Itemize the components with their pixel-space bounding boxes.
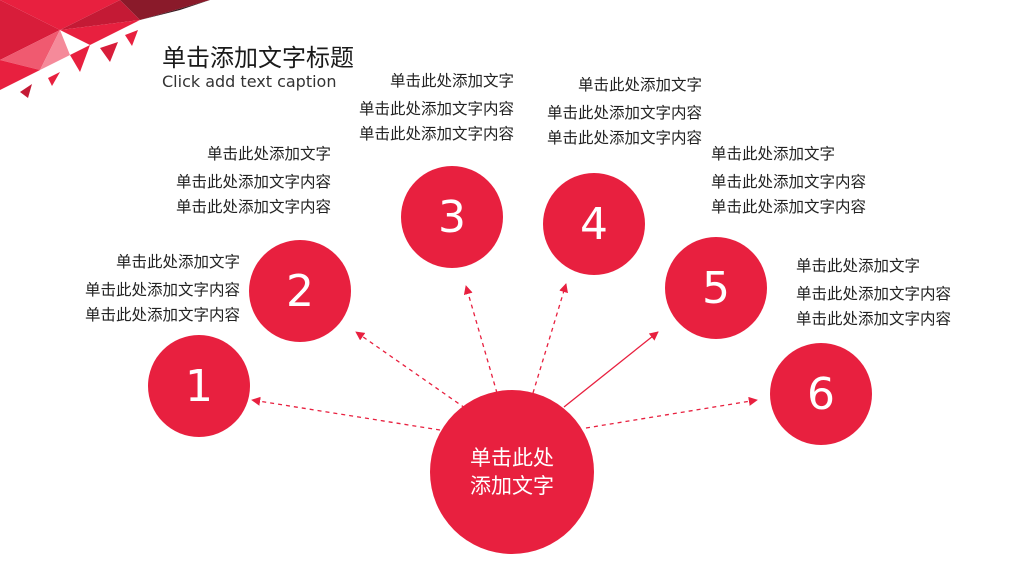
node-5-line3: 单击此处添加文字内容	[711, 198, 867, 216]
node-label-1: 单击此处添加文字 单击此处添加文字内容 单击此处添加文字内容	[85, 250, 240, 328]
node-label-3: 单击此处添加文字 单击此处添加文字内容 单击此处添加文字内容	[359, 69, 514, 147]
connector-arrow-1	[251, 396, 441, 431]
node-1-line3: 单击此处添加文字内容	[84, 306, 240, 324]
node-3-heading: 单击此处添加文字	[389, 72, 514, 90]
node-number-4: 4	[580, 198, 608, 250]
node-2-line2: 单击此处添加文字内容	[175, 173, 331, 191]
node-label-5: 单击此处添加文字 单击此处添加文字内容 单击此处添加文字内容	[711, 142, 866, 220]
node-number-2: 2	[286, 265, 314, 317]
node-4-line2: 单击此处添加文字内容	[546, 104, 702, 122]
node-2-heading: 单击此处添加文字	[206, 145, 331, 163]
node-4-heading: 单击此处添加文字	[577, 76, 702, 94]
node-3-line2: 单击此处添加文字内容	[358, 100, 514, 118]
node-4-line3: 单击此处添加文字内容	[546, 129, 702, 147]
node-1-heading: 单击此处添加文字	[115, 253, 240, 271]
node-number-5: 5	[702, 262, 730, 314]
hub-label-line1: 单击此处	[470, 446, 554, 470]
node-5-line2: 单击此处添加文字内容	[711, 173, 867, 191]
node-circle-5[interactable]: 5	[665, 237, 767, 339]
node-6-line2: 单击此处添加文字内容	[796, 285, 952, 303]
node-6-line3: 单击此处添加文字内容	[796, 310, 952, 328]
connector-arrow-3	[463, 285, 498, 394]
hub-label-line2: 添加文字	[470, 474, 554, 498]
connector-arrow-6	[585, 396, 758, 429]
node-number-3: 3	[438, 191, 466, 243]
node-label-6: 单击此处添加文字 单击此处添加文字内容 单击此处添加文字内容	[796, 254, 951, 332]
node-label-2: 单击此处添加文字 单击此处添加文字内容 单击此处添加文字内容	[176, 142, 331, 220]
node-circle-2[interactable]: 2	[249, 240, 351, 342]
node-circle-1[interactable]: 1	[148, 335, 250, 437]
node-6-heading: 单击此处添加文字	[796, 257, 921, 275]
connector-arrow-4	[532, 283, 568, 394]
node-5-heading: 单击此处添加文字	[711, 145, 836, 163]
node-number-6: 6	[807, 368, 835, 420]
node-circle-6[interactable]: 6	[770, 343, 872, 445]
node-circle-3[interactable]: 3	[401, 166, 503, 268]
node-2-line3: 单击此处添加文字内容	[175, 198, 331, 216]
page-title: 单击添加文字标题	[162, 44, 354, 72]
central-hub-circle[interactable]: 单击此处 添加文字	[430, 390, 594, 554]
node-3-line3: 单击此处添加文字内容	[358, 125, 514, 143]
node-circle-4[interactable]: 4	[543, 173, 645, 275]
corner-polygon-decoration	[0, 0, 210, 98]
page-subtitle: Click add text caption	[162, 72, 337, 91]
connector-arrow-2	[355, 331, 466, 409]
node-label-4: 单击此处添加文字 单击此处添加文字内容 单击此处添加文字内容	[547, 73, 702, 151]
node-1-line2: 单击此处添加文字内容	[84, 281, 240, 299]
connector-arrow-5	[563, 331, 659, 408]
node-number-1: 1	[185, 360, 213, 412]
